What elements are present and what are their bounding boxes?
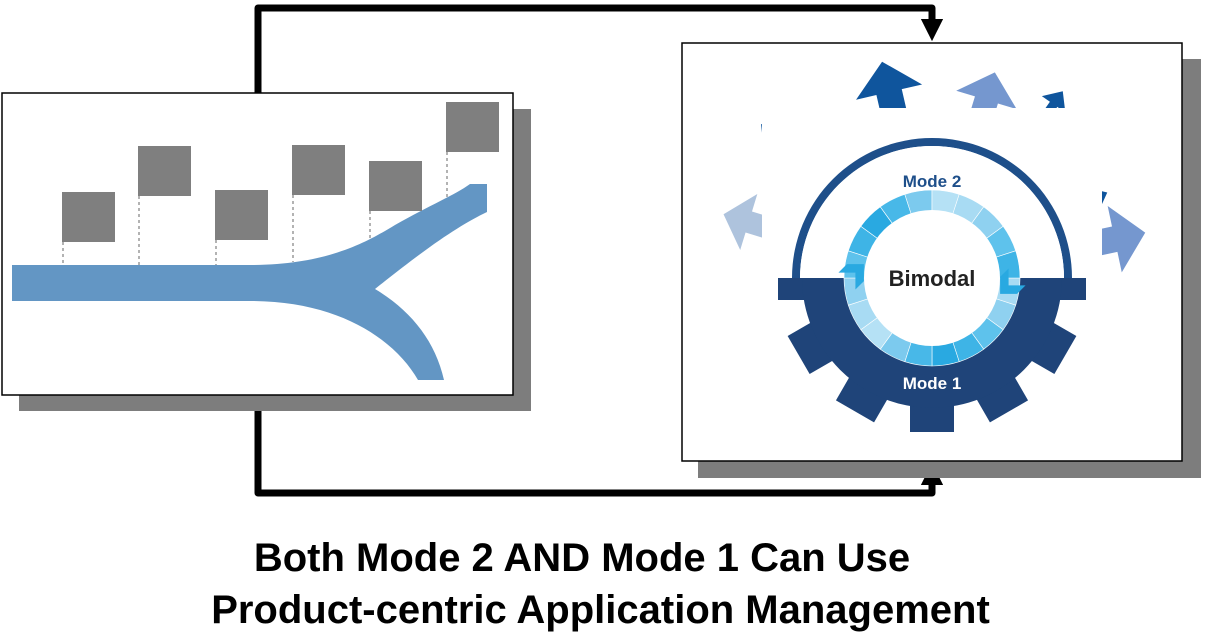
flag-6 — [446, 102, 499, 152]
mode2-inner-band — [800, 146, 1064, 278]
flag-4 — [292, 145, 345, 195]
flag-3 — [215, 190, 268, 240]
top-connector-arrow — [254, 4, 944, 94]
flag-5 — [369, 161, 422, 211]
caption-line-1: Both Mode 2 AND Mode 1 Can Use — [253, 536, 911, 580]
bimodal-center — [864, 210, 1000, 346]
ring-chevron-2 — [838, 264, 864, 290]
mode1-label: Mode 1 — [903, 374, 962, 393]
bottom-connector-arrow — [254, 395, 944, 497]
roadmap-panel-frame — [1, 92, 514, 396]
bimodal-label: Bimodal — [889, 266, 976, 291]
caption-line-2: Product-centric Application Management — [211, 588, 990, 632]
bimodal-panel: Bimodal Mode 2 Mode 1 — [681, 42, 1201, 478]
flag-2 — [138, 146, 191, 196]
ring-chevron-1 — [1000, 268, 1026, 294]
flag-1 — [62, 192, 115, 242]
roadmap-panel — [1, 92, 531, 411]
mode2-label: Mode 2 — [903, 172, 962, 191]
roadmap-road — [12, 184, 487, 380]
